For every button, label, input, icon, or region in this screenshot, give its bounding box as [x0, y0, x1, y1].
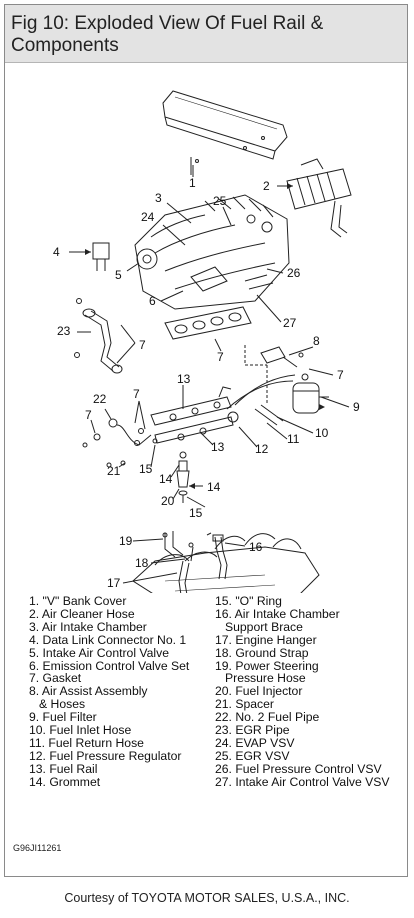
callout-26: 26 [287, 266, 301, 280]
callout-9: 9 [353, 400, 360, 414]
legend-item: 11. Fuel Return Hose [29, 735, 144, 750]
fuel-hoses-drawing [226, 345, 296, 426]
callout-2: 2 [263, 179, 270, 193]
callout-14-left: 14 [159, 472, 173, 486]
callout-7-gasket: 7 [217, 350, 224, 364]
callout-7-egr: 7 [139, 338, 146, 352]
legend-item: 12. Fuel Pressure Regulator [29, 748, 182, 763]
leader-lines [69, 165, 350, 584]
callout-14-right: 14 [207, 480, 221, 494]
legend-item: 7. Gasket [29, 671, 82, 686]
callout-19: 19 [119, 534, 133, 548]
callout-25: 25 [213, 194, 227, 208]
legend-item: 6. Emission Control Valve Set [29, 658, 190, 673]
legend-item: 17. Engine Hanger [215, 632, 317, 647]
fuel-injector-drawing [176, 451, 190, 503]
legend-item: Support Brace [225, 619, 303, 634]
callout-27: 27 [283, 316, 297, 330]
arrowheads [85, 183, 325, 489]
callout-1: 1 [189, 176, 196, 190]
callout-labels: 1 2 3 4 5 6 7 7 7 7 7 7 8 9 10 11 12 13 … [53, 176, 360, 590]
callout-16: 16 [249, 540, 263, 554]
legend-item: 1. "V" Bank Cover [29, 594, 127, 608]
legend-item: 26. Fuel Pressure Control VSV [215, 761, 382, 776]
v-bank-cover-drawing [162, 90, 288, 175]
legend-item: 4. Data Link Connector No. 1 [29, 632, 187, 647]
callout-15-bottom: 15 [189, 506, 203, 520]
air-assist-drawing [260, 346, 304, 368]
courtesy-credit: Courtesy of TOYOTA MOTOR SALES, U.S.A., … [64, 891, 350, 905]
legend-item: 3. Air Intake Chamber [29, 619, 147, 634]
air-cleaner-hose-drawing [286, 158, 352, 238]
fuel-rail-drawing [150, 386, 239, 444]
legend-item: 5. Intake Air Control Valve [29, 645, 169, 660]
legend-item: 25. EGR VSV [215, 748, 290, 763]
callout-7-rail: 7 [133, 387, 140, 401]
legend-item: 14. Grommet [29, 774, 101, 789]
air-intake-chamber-drawing [134, 194, 290, 310]
figure-frame: Fig 10: Exploded View Of Fuel Rail & Com… [4, 4, 408, 877]
callout-24: 24 [141, 210, 155, 224]
legend-item: 16. Air Intake Chamber [215, 606, 340, 621]
egr-pipe-drawing [74, 298, 123, 374]
intake-gasket-drawing [164, 306, 252, 340]
figure-code: G96JI11261 [13, 843, 62, 853]
legend-item: 13. Fuel Rail [29, 761, 98, 776]
callout-10: 10 [315, 426, 329, 440]
legend-item: 15. "O" Ring [215, 594, 282, 608]
callout-8: 8 [313, 334, 320, 348]
callout-11: 11 [287, 432, 300, 446]
callout-4: 4 [53, 245, 60, 259]
legend-item: & Hoses [39, 697, 86, 712]
fuel-filter-drawing [292, 373, 329, 414]
legend-item: 18. Ground Strap [215, 645, 309, 660]
legend-item: 8. Air Assist Assembly [29, 684, 148, 699]
data-link-connector-drawing [92, 242, 110, 271]
callout-5: 5 [115, 268, 122, 282]
legend-item: 27. Intake Air Control Valve VSV [215, 774, 390, 789]
title-bar: Fig 10: Exploded View Of Fuel Rail & Com… [5, 5, 407, 63]
callout-23: 23 [57, 324, 71, 338]
callout-6: 6 [149, 294, 156, 308]
legend-item: 24. EVAP VSV [215, 735, 295, 750]
callout-15-left: 15 [139, 462, 153, 476]
callout-21: 21 [107, 464, 121, 478]
callout-3: 3 [155, 191, 162, 205]
legend-item: 20. Fuel Injector [215, 684, 303, 699]
legend-item: 10. Fuel Inlet Hose [29, 723, 132, 738]
callout-7-pipe: 7 [85, 408, 92, 422]
callout-13-bottom: 13 [211, 440, 225, 454]
figure-title: Fig 10: Exploded View Of Fuel Rail & Com… [11, 13, 324, 56]
legend-item: 9. Fuel Filter [29, 710, 97, 725]
legend-item: 19. Power Steering [215, 658, 319, 673]
callout-17: 17 [107, 576, 121, 590]
callout-22: 22 [93, 392, 107, 406]
legend-item: 23. EGR Pipe [215, 723, 290, 738]
callout-12: 12 [255, 442, 269, 456]
callout-18: 18 [135, 556, 149, 570]
spacer-drawing [106, 428, 158, 468]
legend-item: 22. No. 2 Fuel Pipe [215, 710, 320, 725]
exploded-view-diagram: 1 2 3 4 5 6 7 7 7 7 7 7 8 9 10 11 12 13 … [53, 90, 360, 593]
legend-item: 2. Air Cleaner Hose [29, 606, 135, 621]
legend-item: 21. Spacer [215, 697, 274, 712]
legend-item: Pressure Hose [225, 671, 306, 686]
callout-20: 20 [161, 494, 175, 508]
callout-13-top: 13 [177, 372, 191, 386]
callout-7-air-assist: 7 [337, 368, 344, 382]
